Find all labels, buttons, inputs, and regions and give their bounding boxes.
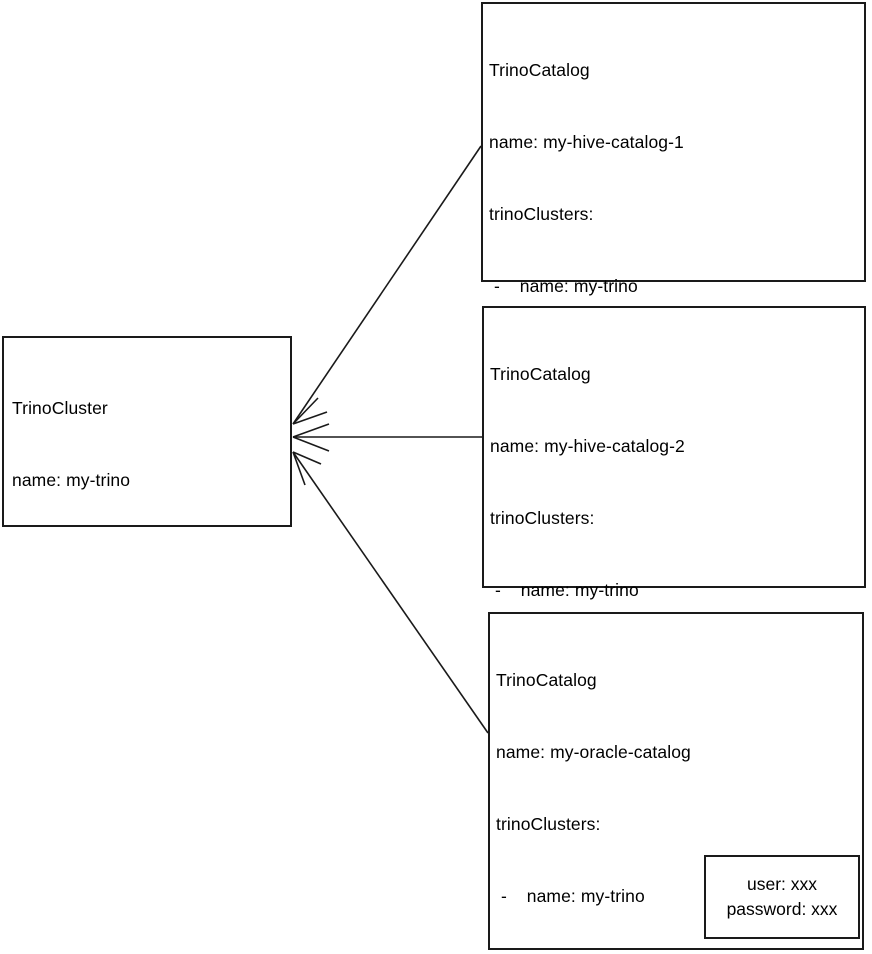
catalog-hive-1-name: name: my-hive-catalog-1 (489, 132, 684, 152)
catalog-oracle-spec: TrinoCatalog name: my-oracle-catalog tri… (496, 620, 858, 954)
catalog-hive-2-kind: TrinoCatalog (490, 364, 591, 384)
node-catalog-oracle[interactable]: TrinoCatalog name: my-oracle-catalog tri… (488, 612, 864, 950)
trino-cluster-kind: TrinoCluster (12, 398, 108, 418)
trino-cluster-name: name: my-trino (12, 470, 131, 490)
catalog-oracle-kind: TrinoCatalog (496, 670, 597, 690)
catalog-oracle-trinocluster-item: - name: my-trino (496, 886, 645, 906)
secret-user-line: user: xxx (746, 874, 818, 894)
catalog-oracle-name: name: my-oracle-catalog (496, 742, 691, 762)
node-catalog-hive-1[interactable]: TrinoCatalog name: my-hive-catalog-1 tri… (481, 2, 866, 656)
catalog-hive-1-kind: TrinoCatalog (489, 60, 590, 80)
node-trino-cluster[interactable]: TrinoCluster name: my-trino (2, 336, 292, 527)
catalog-oracle-trinoclusters-key: trinoClusters: (496, 814, 601, 834)
secret-password-line: password: xxx (726, 899, 838, 919)
node-catalog-hive-2[interactable]: TrinoCatalog name: my-hive-catalog-2 tri… (482, 306, 866, 888)
catalog-hive-2-trinoclusters-key: trinoClusters: (490, 508, 595, 528)
catalog-hive-2-name: name: my-hive-catalog-2 (490, 436, 685, 456)
node-oracle-credentials-secret[interactable]: user: xxx password: xxx (704, 855, 860, 939)
catalog-hive-1-trinocluster-item: - name: my-trino (489, 276, 638, 296)
catalog-hive-2-trinocluster-item: - name: my-trino (490, 580, 639, 600)
edge-catalog-hive-2-to-cluster (292, 423, 482, 452)
trino-cluster-spec: TrinoCluster name: my-trino (12, 348, 286, 540)
edge-catalog-hive-1-to-cluster (292, 145, 482, 425)
edge-catalog-oracle-to-cluster (292, 451, 489, 734)
catalog-hive-1-trinoclusters-key: trinoClusters: (489, 204, 594, 224)
